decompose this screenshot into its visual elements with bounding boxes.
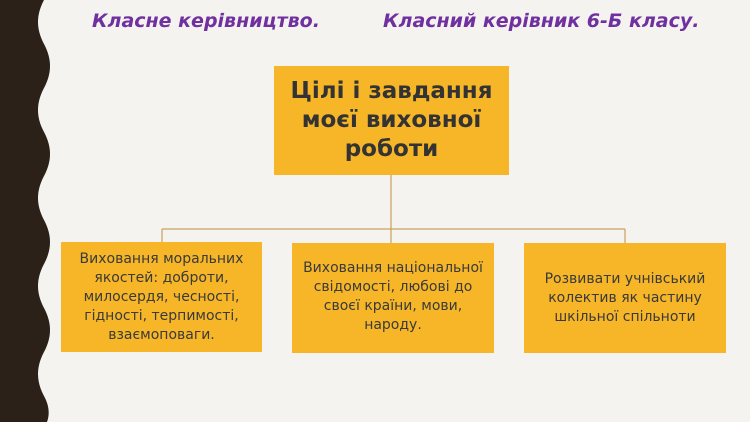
page-heading-right: Класний керівник 6-Б класу. [383,10,700,32]
diagram-child-node-2: Виховання національної свідомості, любов… [292,243,494,353]
root-node-label: Цілі і завдання моєї виховної роботи [290,78,493,162]
diagram-root-node: Цілі і завдання моєї виховної роботи [274,66,509,175]
child-node-label: Виховання моральних якостей: доброти, ми… [79,250,244,343]
page-heading-left: Класне керівництво. [92,10,320,32]
diagram-child-node-3: Розвивати учнівський колектив як частину… [524,243,726,353]
child-node-label: Виховання національної свідомості, любов… [303,260,483,333]
diagram-child-node-1: Виховання моральних якостей: доброти, ми… [61,242,262,352]
decorative-wavy-band [0,0,50,422]
child-node-label: Розвивати учнівський колектив як частину… [544,270,706,325]
